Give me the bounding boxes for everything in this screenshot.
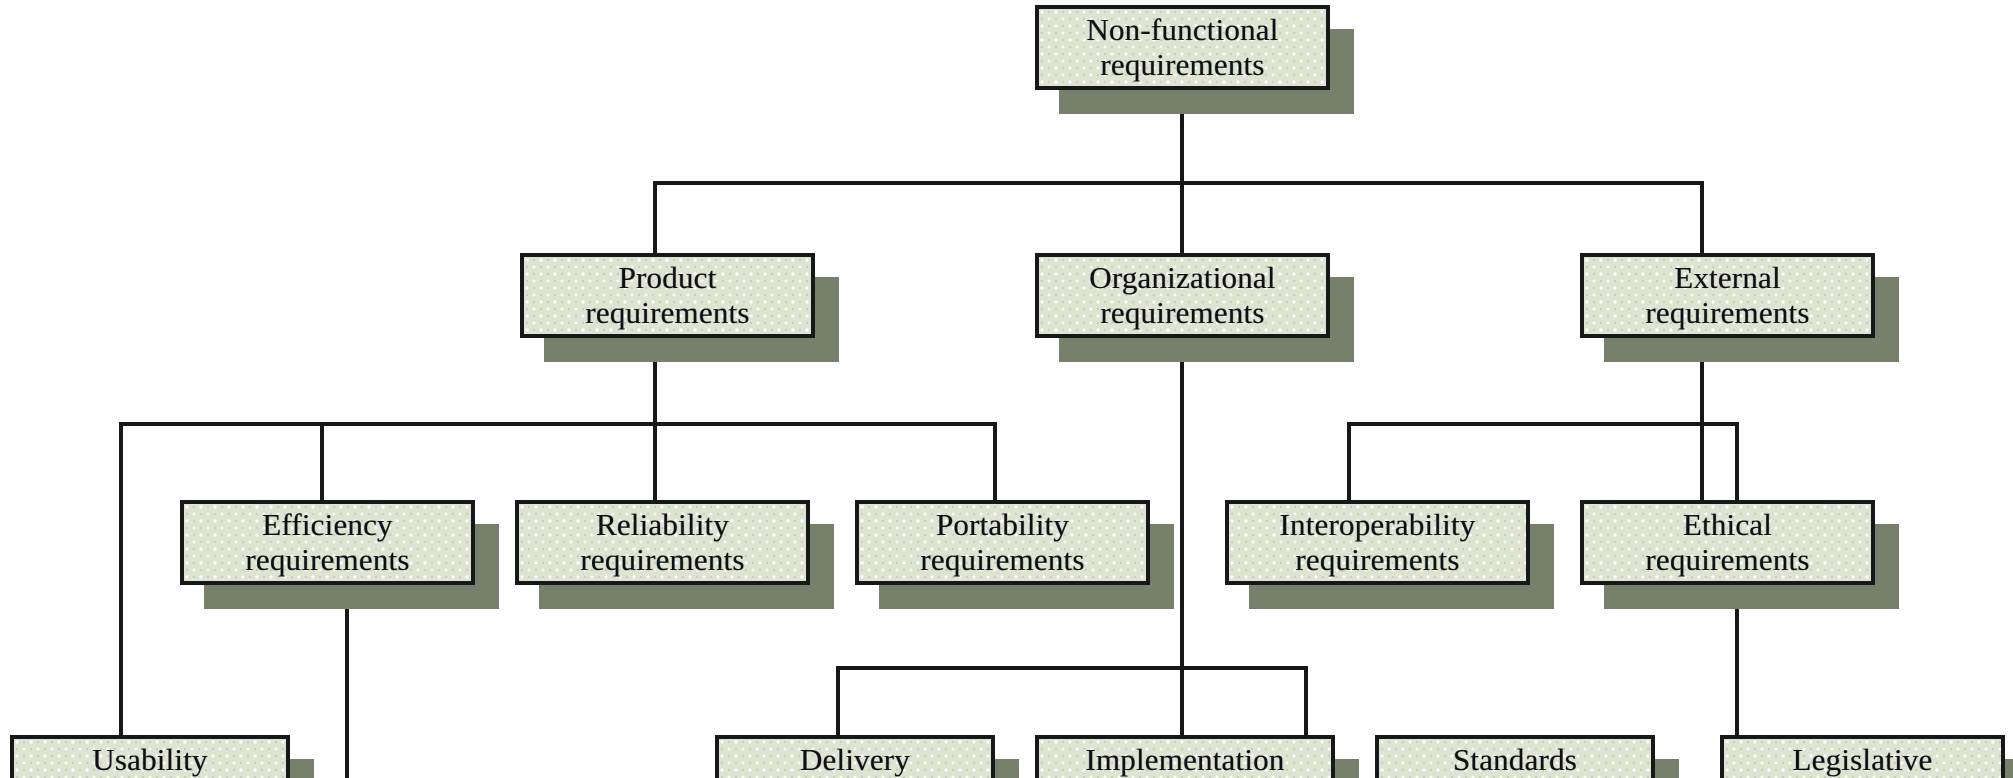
node-label-line2: requirements	[245, 541, 410, 577]
node-label-line1: Ethical	[1682, 506, 1773, 542]
node-product-requirements[interactable]: Product requirements	[520, 253, 815, 338]
node-label-line2: requirements	[1645, 294, 1810, 330]
node-label-line2: requirements	[580, 541, 745, 577]
node-delivery-requirements[interactable]: Delivery requirements	[715, 735, 995, 778]
node-label-line2: requirements	[585, 294, 750, 330]
edge-external-stem	[1700, 357, 1704, 425]
node-label-line2: requirements	[1100, 294, 1265, 330]
edge-to-organizational	[1180, 181, 1184, 253]
node-label-line1: Delivery	[799, 741, 911, 777]
edge-product-bar	[119, 422, 997, 426]
node-label-line1: Standards	[1452, 741, 1578, 777]
edge-organizational-stem	[1180, 357, 1184, 669]
node-label-line2: requirements	[920, 541, 1085, 577]
node-label-line2: requirements	[1645, 541, 1810, 577]
node-label-line2: requirements	[1295, 541, 1460, 577]
edge-to-product	[653, 181, 657, 253]
edge-efficiency-stem	[345, 602, 349, 778]
node-interoperability-requirements[interactable]: Interoperability requirements	[1225, 500, 1530, 585]
node-label-line2: requirements	[1100, 46, 1265, 82]
node-non-functional-requirements[interactable]: Non-functional requirements	[1035, 5, 1330, 90]
node-implementation-requirements[interactable]: Implementation requirements	[1035, 735, 1335, 778]
edge-product-to-reliability	[653, 422, 657, 500]
node-label-line1: Portability	[935, 506, 1070, 542]
node-legislative-requirements[interactable]: Legislative requirements	[1720, 735, 2005, 778]
node-label-line1: Reliability	[595, 506, 730, 542]
edge-organizational-to-standards	[1304, 666, 1308, 742]
edge-organizational-bar	[836, 666, 1308, 670]
edge-organizational-to-implementation	[1180, 666, 1184, 742]
edge-organizational-to-delivery	[836, 666, 840, 742]
node-label-line1: Non-functional	[1086, 11, 1279, 47]
edge-product-to-efficiency	[320, 422, 324, 500]
edge-external-to-interoperability	[1347, 422, 1351, 500]
node-label-line1: Legislative	[1792, 741, 1933, 777]
node-label-line1: Organizational	[1089, 259, 1276, 295]
node-label-line1: External	[1674, 259, 1781, 295]
node-ethical-requirements[interactable]: Ethical requirements	[1580, 500, 1875, 585]
node-label-line1: Efficiency	[262, 506, 393, 542]
node-reliability-requirements[interactable]: Reliability requirements	[515, 500, 810, 585]
node-external-requirements[interactable]: External requirements	[1580, 253, 1875, 338]
edge-product-stem	[653, 357, 657, 425]
edge-root-stem	[1180, 88, 1184, 184]
edge-product-to-usability	[119, 422, 123, 742]
edge-external-to-ethical	[1700, 422, 1704, 500]
node-label-line1: Implementation	[1085, 741, 1285, 777]
node-standards-requirements[interactable]: Standards requirements	[1375, 735, 1655, 778]
edge-product-to-portability	[993, 422, 997, 500]
node-efficiency-requirements[interactable]: Efficiency requirements	[180, 500, 475, 585]
node-label-line1: Usability	[92, 741, 208, 777]
node-organizational-requirements[interactable]: Organizational requirements	[1035, 253, 1330, 338]
node-label-line1: Interoperability	[1279, 506, 1476, 542]
node-usability-requirements[interactable]: Usability requirements	[10, 735, 290, 778]
edge-to-external	[1700, 181, 1704, 253]
edge-external-bar	[1347, 422, 1739, 426]
edge-level1-bar	[653, 181, 1702, 185]
node-label-line1: Product	[618, 259, 717, 295]
node-portability-requirements[interactable]: Portability requirements	[855, 500, 1150, 585]
